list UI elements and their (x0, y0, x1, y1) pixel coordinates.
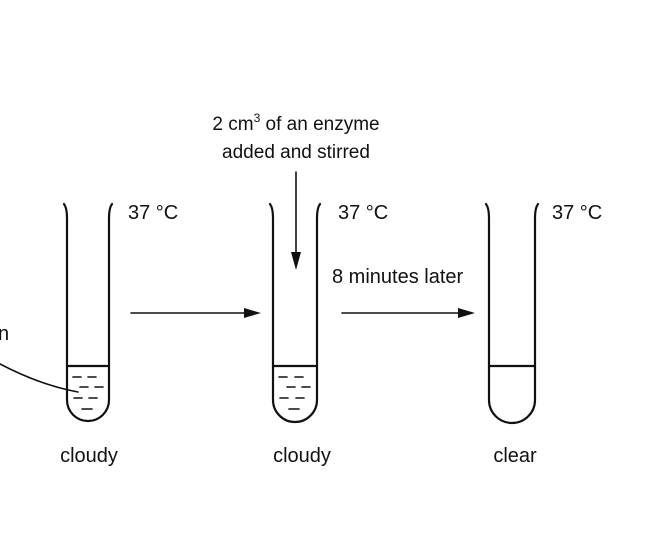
enzyme-note-line1: 2 cm3 of an enzyme (212, 111, 379, 135)
test-tube-3 (484, 202, 540, 425)
time-note: 8 minutes later (332, 266, 464, 288)
arrow-2-to-3 (341, 308, 475, 318)
enzyme-note-line2: added and stirred (222, 142, 370, 163)
tube-3-temperature: 37 °C (552, 202, 602, 224)
tube-1-temperature: 37 °C (128, 202, 178, 224)
label-pointer-line (0, 363, 79, 393)
test-tube-2 (268, 202, 322, 424)
partial-label: n (0, 323, 9, 345)
enzyme-add-arrow (291, 171, 301, 270)
tube-2-temperature: 37 °C (338, 202, 388, 224)
cloudy-liquid-2 (278, 376, 311, 410)
test-tube-1 (62, 202, 114, 423)
tube-3-state: clear (493, 445, 537, 467)
arrow-1-to-2 (130, 308, 261, 318)
tube-2-state: cloudy (273, 445, 331, 467)
tube-1-state: cloudy (60, 445, 118, 467)
cloudy-liquid-1 (72, 376, 104, 410)
